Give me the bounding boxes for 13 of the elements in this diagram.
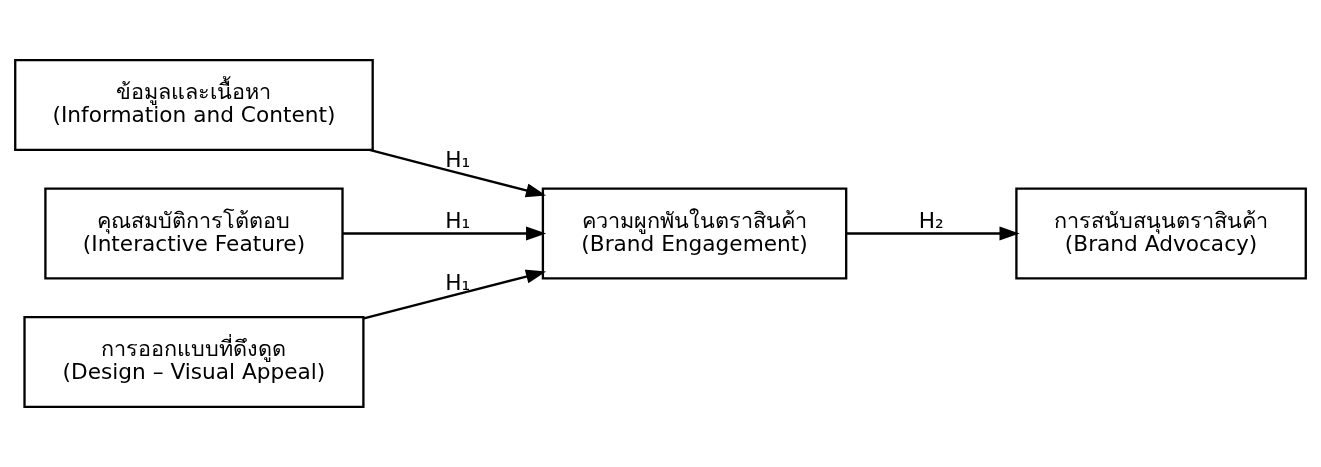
arrow (363, 269, 547, 320)
node-box: การสนับสนุนตราสินค้า (Brand Advocacy) (1015, 187, 1307, 280)
edge-label: H₁ (445, 269, 471, 295)
node-box: ข้อมูลและเนื้อหา (Information and Content) (14, 59, 374, 152)
node-box: คุณสมบัติการโต้ตอบ (Interactive Feature) (44, 187, 344, 280)
arrow (369, 148, 547, 198)
node-box: ความผูกพันในตราสินค้า (Brand Engagement) (541, 187, 848, 280)
edge-label: H₁ (445, 207, 471, 233)
edge-label: H₁ (445, 147, 471, 173)
edge-label: H₂ (918, 207, 944, 233)
arrow (342, 226, 547, 241)
node-box: การออกแบบที่ดึงดูด (Design – Visual Appeal) (23, 315, 365, 408)
arrow (846, 226, 1020, 241)
